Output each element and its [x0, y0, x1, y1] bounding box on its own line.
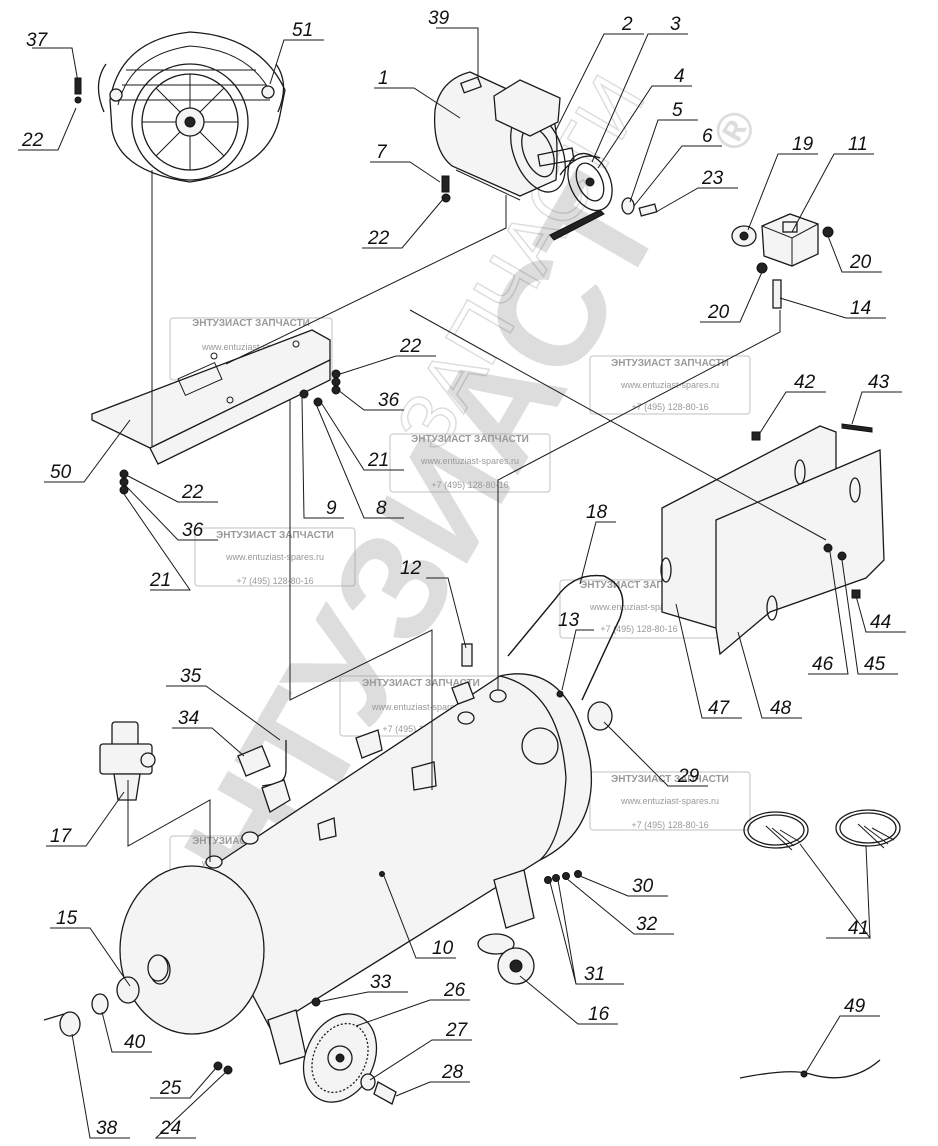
callout-label: 51 — [292, 20, 313, 41]
stamp-url: www.entuziast-spares.ru — [201, 342, 300, 352]
callout-label: 22 — [399, 336, 422, 357]
callout-label: 14 — [850, 298, 871, 319]
callout-label: 28 — [441, 1062, 464, 1083]
stamp-title: ЭНТУЗИАСТ ЗАПЧАСТИ — [611, 358, 729, 369]
callout-label: 46 — [812, 654, 834, 675]
callout-label: 5 — [672, 100, 683, 121]
stamp-phone: +7 (495) 128-80-16 — [631, 402, 708, 412]
stamp-title: ЭНТУЗИАСТ ЗАПЧАСТИ — [411, 434, 529, 445]
watermark-stamp: ЭНТУЗИАСТ ЗАПЧАСТИ www.entuziast-spares.… — [589, 355, 751, 415]
stamp-url: www.entuziast-spares.ru — [371, 702, 470, 712]
callout-label: 22 — [367, 228, 390, 249]
callout-label: 7 — [376, 142, 388, 163]
stamp-url: www.entuziast-spares.ru — [620, 796, 719, 806]
callout-label: 15 — [56, 908, 78, 929]
callout-label: 12 — [400, 558, 422, 579]
tank-handle — [507, 574, 624, 701]
callout-label: 23 — [701, 168, 724, 189]
leader-lines — [18, 27, 906, 1139]
callout-label: 42 — [794, 372, 816, 393]
callout-label: 36 — [182, 520, 204, 541]
callout-label: 40 — [124, 1032, 146, 1053]
stamp-phone: +7 (495) 128-80-16 — [631, 820, 708, 830]
watermark-stamp: ЭНТУЗИАСТ ЗАПЧАСТИ www.entuziast-spares.… — [589, 771, 751, 831]
stamp-title: ЭНТУЗИАСТ ЗАПЧАСТИ — [192, 318, 310, 329]
callout-label: 38 — [96, 1118, 118, 1139]
callout-label: 29 — [677, 766, 700, 787]
callout-label: 4 — [674, 66, 685, 87]
callout-label: 22 — [21, 130, 44, 151]
callout-label: 20 — [849, 252, 872, 273]
callout-label: 27 — [445, 1020, 469, 1041]
callout-label: 10 — [432, 938, 454, 959]
callout-label: 24 — [159, 1118, 181, 1139]
callout-label: 32 — [636, 914, 658, 935]
belt-guard — [660, 423, 885, 656]
tank-wheel-assembly — [267, 869, 582, 1065]
tank-fittings — [205, 643, 613, 869]
stamp-title: ЭНТУЗИАСТ ЗАПЧАСТИ — [216, 530, 334, 541]
pressure-switch — [731, 213, 834, 309]
callout-label: 45 — [864, 654, 886, 675]
callout-label: 22 — [181, 482, 204, 503]
callout-label: 19 — [792, 134, 814, 155]
callout-label: 35 — [180, 666, 202, 687]
electric-motor — [433, 71, 575, 201]
callout-label: 1 — [378, 68, 389, 89]
cable-coils — [739, 809, 901, 1079]
callout-label: 36 — [378, 390, 400, 411]
callout-label: 6 — [702, 126, 713, 147]
assembly-lines — [127, 170, 827, 862]
callout-label: 21 — [367, 450, 389, 471]
stamp-url: www.entuziast-spares.ru — [225, 552, 324, 562]
callout-label: 9 — [326, 498, 337, 519]
air-receiver-tank — [119, 673, 593, 1035]
compressor-pump-head — [97, 31, 286, 183]
callout-label: 31 — [584, 964, 605, 985]
watermark-stamp: ЭНТУЗИАСТ ЗАПЧАСТИ www.entuziast-spares.… — [389, 433, 551, 493]
callout-label: 13 — [558, 610, 580, 631]
watermark-stamp: ЭНТУЗИАСТ ЗАПЧАСТИ www.entuziast-spares.… — [194, 527, 356, 587]
stamp-phone: +7 (495) 128-80-16 — [431, 480, 508, 490]
stamp-url: www.entuziast-spares.ru — [589, 602, 688, 612]
callout-label: 50 — [50, 462, 72, 483]
filter-regulator — [99, 721, 156, 801]
stamp-url: www.entuziast-spares.ru — [620, 380, 719, 390]
callout-label: 47 — [708, 698, 731, 719]
drain-fittings — [43, 954, 233, 1075]
callout-label: 8 — [376, 498, 387, 519]
callout-label: 37 — [26, 30, 49, 51]
callout-label: 49 — [844, 996, 866, 1017]
callout-label: 3 — [670, 14, 681, 35]
callout-label: 44 — [870, 612, 891, 633]
callout-label: 17 — [50, 826, 73, 847]
stamp-phone: +7 (495) 128-80-16 — [236, 576, 313, 586]
stamp-title: ЭНТУЗИАСТ ЗАПЧАСТИ — [611, 774, 729, 785]
callout-label: 21 — [149, 570, 171, 591]
callout-label: 25 — [159, 1078, 182, 1099]
callout-label: 41 — [848, 918, 869, 939]
callout-label: 2 — [621, 14, 633, 35]
callout-label: 11 — [848, 134, 868, 155]
callout-label: 34 — [178, 708, 199, 729]
stamp-url: www.entuziast-spares.ru — [420, 456, 519, 466]
callout-label: 33 — [370, 972, 392, 993]
callout-label: 18 — [586, 502, 608, 523]
callout-label: 26 — [443, 980, 466, 1001]
callout-labels: 37 22 51 39 1 2 3 4 5 6 23 7 22 19 11 20… — [21, 8, 891, 1139]
callout-label: 48 — [770, 698, 792, 719]
stamp-phone: +7 (495) 128-80-16 — [600, 624, 677, 634]
callout-label: 39 — [428, 8, 450, 29]
pulley-and-belt — [549, 152, 658, 241]
callout-label: 20 — [707, 302, 730, 323]
flywheel — [302, 997, 397, 1105]
stamp-title: ЭНТУЗИАСТ ЗАПЧАСТИ — [362, 678, 480, 689]
callout-label: 43 — [868, 372, 890, 393]
callout-label: 16 — [588, 1004, 610, 1025]
callout-label: 30 — [632, 876, 654, 897]
stamp-title: ЭНТУЗИАСТ ЗАПЧАСТИ — [580, 580, 698, 591]
